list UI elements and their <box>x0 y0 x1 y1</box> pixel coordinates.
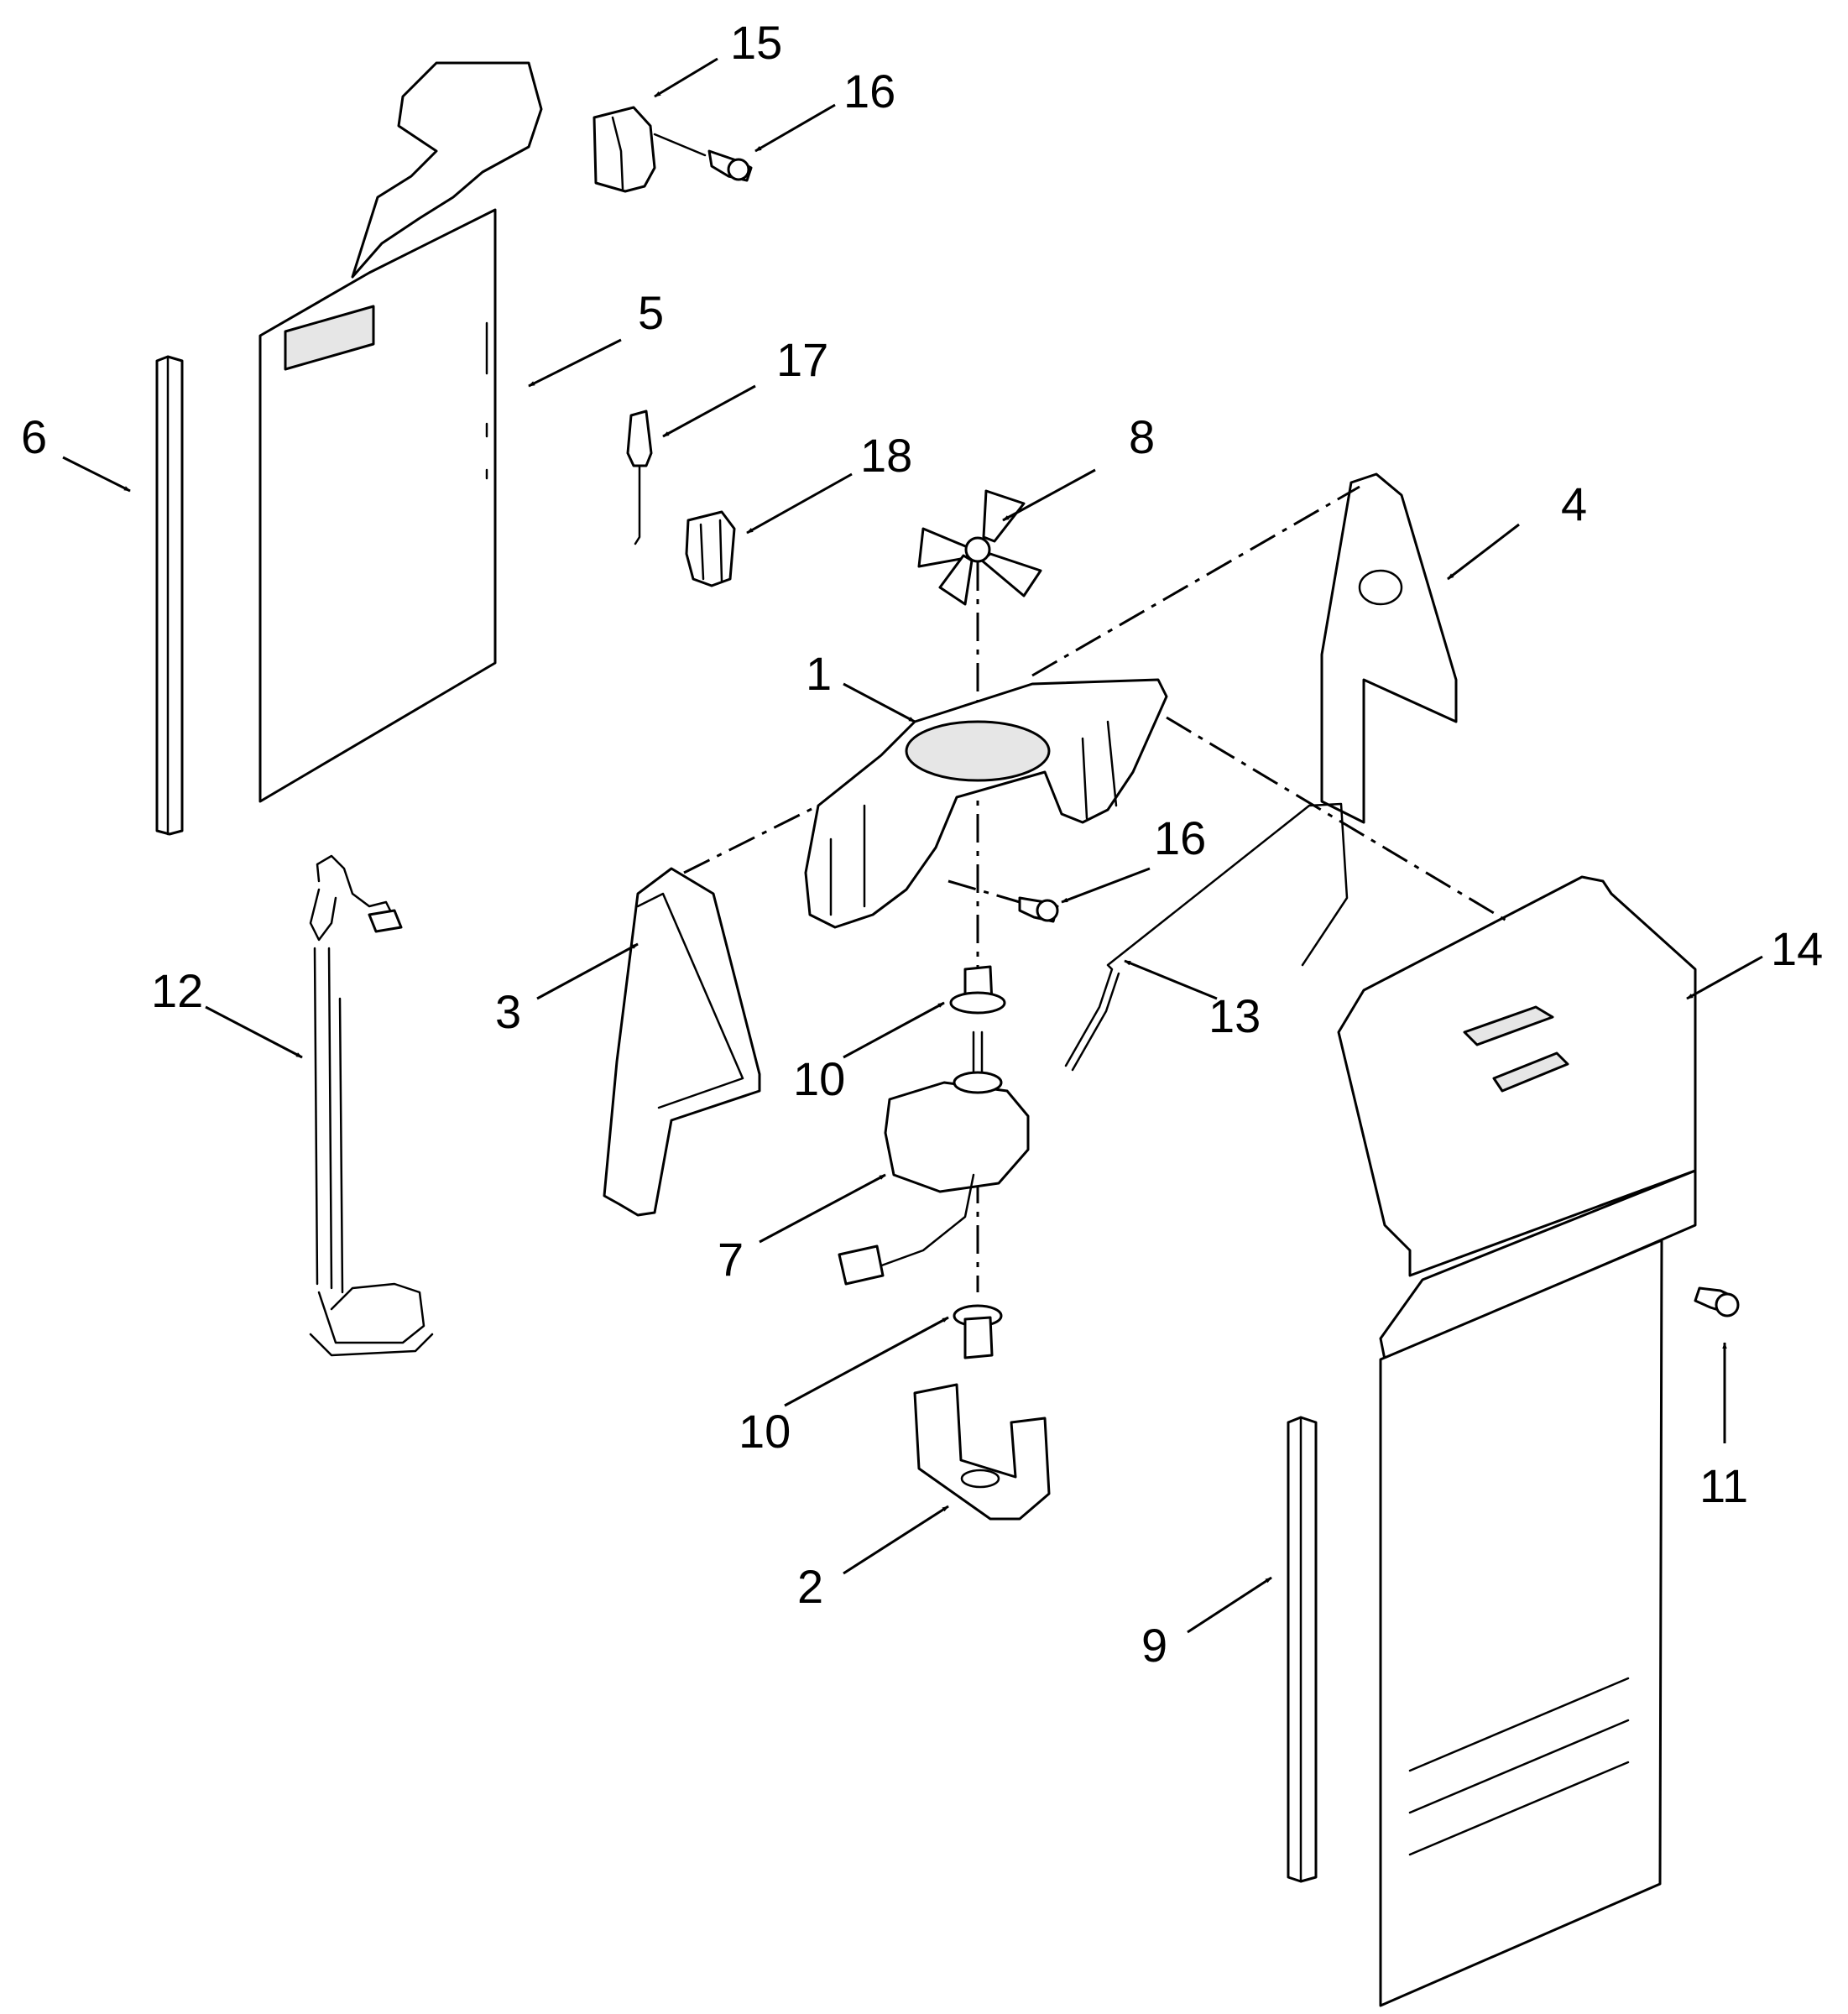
defrost-heater <box>309 854 434 1357</box>
callout-8: 8 <box>1129 410 1155 463</box>
wire-retainer <box>1064 802 1349 1072</box>
left-shroud-plate <box>603 867 761 1217</box>
left-side-strip <box>155 355 184 836</box>
damper-housing <box>593 106 707 193</box>
callout-10-upper: 10 <box>793 1052 845 1105</box>
callout-12: 12 <box>151 964 203 1017</box>
fan-motor <box>838 1030 1030 1286</box>
callout-3: 3 <box>495 985 521 1038</box>
screw-right <box>1694 1286 1740 1317</box>
callout-9: 9 <box>1141 1619 1167 1672</box>
callout-2: 2 <box>797 1560 823 1613</box>
screw-middle <box>1018 896 1059 923</box>
callout-16-middle: 16 <box>1154 811 1206 864</box>
callout-15: 15 <box>730 16 782 69</box>
sensor-clip <box>685 510 736 587</box>
callout-6: 6 <box>21 410 47 463</box>
callout-13: 13 <box>1209 989 1261 1042</box>
callout-14: 14 <box>1771 922 1823 975</box>
callout-17: 17 <box>776 333 828 386</box>
right-shroud-plate <box>1320 472 1458 824</box>
callout-7: 7 <box>718 1233 744 1286</box>
motor-grommet-upper <box>949 965 1006 1015</box>
callout-11: 11 <box>1699 1459 1748 1512</box>
rear-duct-panel <box>1337 875 1697 2007</box>
callout-1: 1 <box>806 647 832 700</box>
callout-5: 5 <box>638 286 664 339</box>
right-side-strip <box>1287 1416 1318 1883</box>
callout-4: 4 <box>1561 477 1587 530</box>
callout-10-lower: 10 <box>739 1405 791 1458</box>
callout-18: 18 <box>860 429 912 482</box>
thermistor-sensor <box>626 410 653 545</box>
callout-16-top: 16 <box>843 65 895 117</box>
motor-bracket <box>913 1383 1051 1521</box>
fan-blade <box>917 489 1042 606</box>
screw-top <box>707 149 753 182</box>
motor-grommet-lower <box>953 1304 1003 1359</box>
evaporator-cover-panel <box>258 61 543 803</box>
fan-housing-bracket <box>804 678 1168 929</box>
